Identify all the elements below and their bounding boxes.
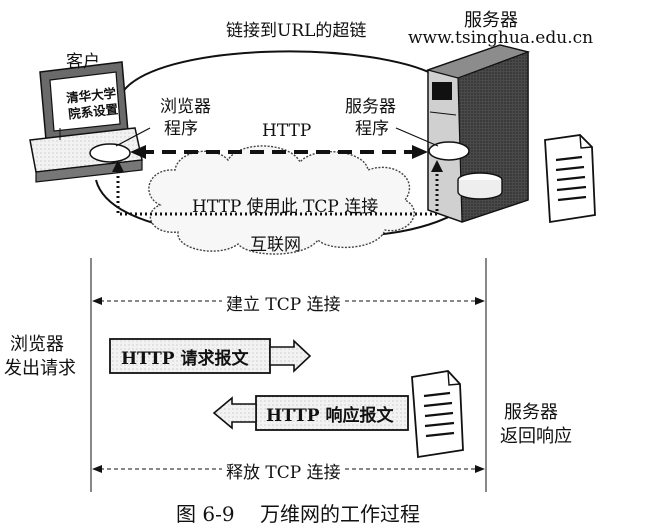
http-label: HTTP (262, 121, 311, 141)
http-request-label: HTTP 请求报文 (121, 344, 248, 369)
server-host: www.tsinghua.edu.cn (408, 28, 593, 48)
client-computer (30, 62, 142, 182)
server-program-line2: 程序 (355, 114, 389, 139)
http-response-label: HTTP 响应报文 (266, 401, 393, 426)
establish-tcp-label: 建立 TCP 连接 (222, 290, 345, 315)
release-tcp-label: 释放 TCP 连接 (222, 458, 345, 483)
server-tower (428, 45, 528, 222)
browser-request-line2: 发出请求 (4, 354, 76, 380)
figure-caption: 图 6-9 万维网的工作过程 (176, 498, 420, 527)
tcp-cloud-label: HTTP 使用此 TCP 连接 (192, 192, 378, 217)
response-document-icon (412, 371, 463, 457)
browser-request-line1: 浏览器 (10, 330, 64, 356)
browser-program-line2: 程序 (164, 114, 198, 139)
document-icon (545, 135, 595, 222)
hyperlink-curve (120, 51, 440, 96)
client-label: 客户 (66, 47, 100, 72)
server-response-line2: 返回响应 (500, 422, 572, 448)
internet-label: 互联网 (250, 230, 301, 255)
hyperlink-label: 链接到URL的超链 (226, 16, 366, 41)
server-response-line1: 服务器 (504, 398, 558, 424)
